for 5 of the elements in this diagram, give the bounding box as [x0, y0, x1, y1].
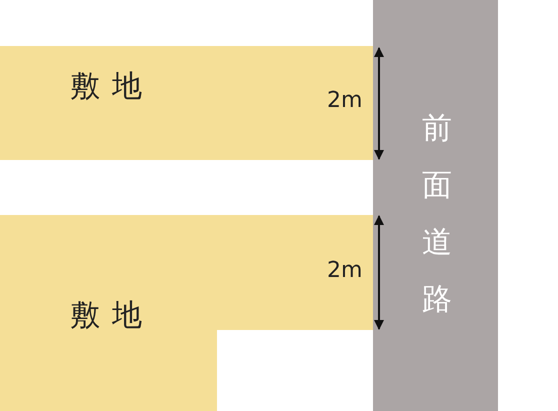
road-label: 前面道路 — [422, 110, 452, 319]
dimension-label: 2m — [327, 88, 362, 113]
lot-label: 敷地 — [70, 297, 154, 335]
lot-label: 敷地 — [70, 68, 154, 106]
dimension-label: 2m — [327, 258, 362, 283]
